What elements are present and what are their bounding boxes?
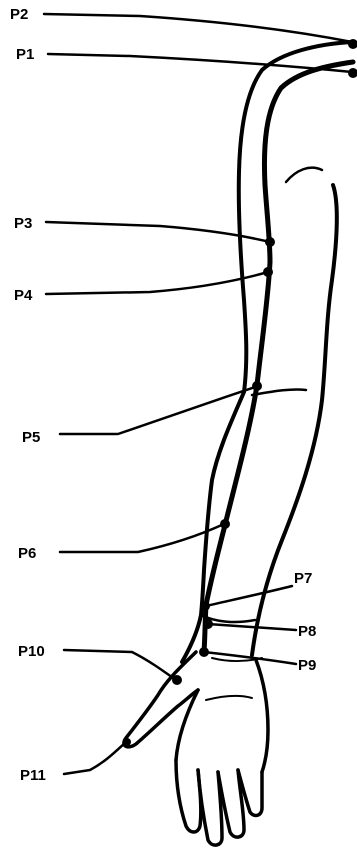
- leader-line-p4: [46, 272, 268, 294]
- label-p5: P5: [22, 429, 40, 446]
- elbow-crease: [252, 389, 306, 395]
- label-p8: P8: [298, 623, 316, 640]
- meridian-channel: [204, 62, 353, 652]
- leader-line-p1: [48, 54, 352, 72]
- label-p4: P4: [14, 287, 33, 304]
- acupoint-p10: [172, 675, 182, 685]
- acupoint-p3: [265, 237, 275, 247]
- label-p1: P1: [16, 46, 34, 63]
- hand-outline: [124, 652, 268, 845]
- acupoint-p7: [200, 601, 210, 611]
- leader-line-p6: [60, 524, 224, 552]
- acupoint-p9: [199, 647, 209, 657]
- palm-crease: [206, 696, 252, 700]
- leader-line-p11: [64, 742, 126, 774]
- label-p2: P2: [10, 6, 28, 23]
- leader-line-p7: [206, 586, 292, 606]
- label-p6: P6: [18, 545, 36, 562]
- leader-line-p9: [204, 652, 296, 664]
- label-p3: P3: [14, 215, 32, 232]
- acupoint-p5: [252, 381, 262, 391]
- shoulder-line: [286, 168, 322, 182]
- label-p7: P7: [294, 570, 312, 587]
- arm-outline: [182, 42, 353, 662]
- acupoint-p6: [220, 519, 230, 529]
- leader-line-p8: [208, 624, 296, 630]
- acupoint-p1: [348, 68, 357, 78]
- acupoint-p8: [203, 619, 213, 629]
- label-p9: P9: [298, 657, 316, 674]
- leader-line-p10: [64, 650, 176, 680]
- thumb: [124, 652, 198, 747]
- palm-edge-right: [256, 660, 268, 772]
- acupoint-p11: [123, 738, 131, 746]
- leader-line-p3: [46, 222, 270, 242]
- acupoint-p4: [263, 267, 273, 277]
- label-p11: P11: [20, 767, 46, 784]
- label-p10: P10: [18, 643, 45, 660]
- leader-line-p2: [44, 14, 352, 42]
